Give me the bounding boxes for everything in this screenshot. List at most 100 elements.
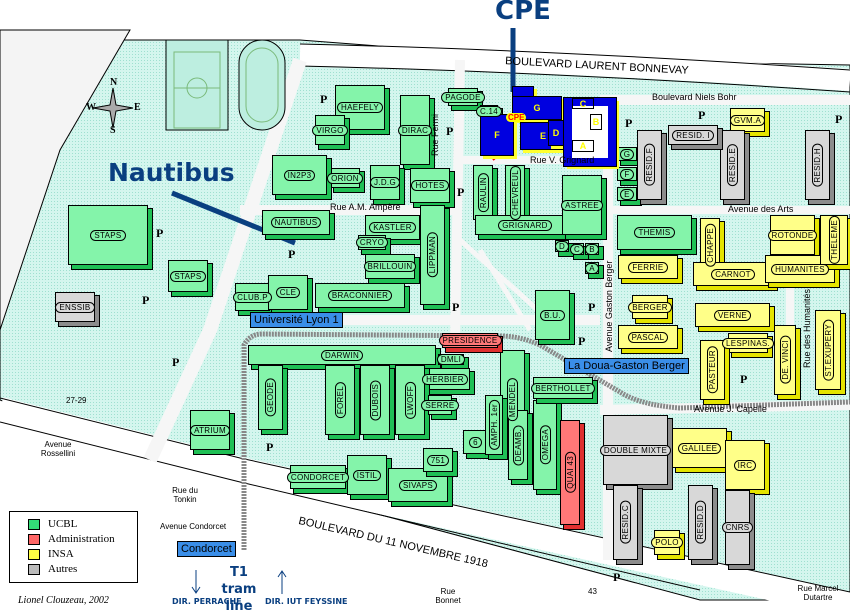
building-b[interactable]: B bbox=[585, 243, 599, 255]
building-resid-f[interactable]: RESID.F bbox=[637, 130, 662, 200]
building-ferrie[interactable]: FERRIE bbox=[618, 255, 678, 279]
building-orion[interactable]: ORION bbox=[327, 168, 363, 188]
building-dirac[interactable]: DIRAC bbox=[397, 95, 433, 165]
cpe-building-b[interactable]: B bbox=[590, 114, 602, 130]
building-forel[interactable]: FOREL bbox=[325, 365, 355, 435]
building-resid-d[interactable]: RESID.D bbox=[688, 485, 713, 560]
building-resid-h[interactable]: RESID.H bbox=[805, 130, 830, 200]
building-carnot[interactable]: CARNOT bbox=[693, 262, 773, 286]
building-grignard[interactable]: GRIGNARD bbox=[475, 215, 575, 235]
building-label: BERTHOLLET bbox=[531, 382, 595, 394]
building-f[interactable]: F bbox=[617, 167, 637, 181]
building-label: G bbox=[619, 148, 635, 160]
building-staps[interactable]: STAPS bbox=[168, 260, 208, 292]
building-label: C bbox=[569, 243, 585, 255]
building-polo[interactable]: POLO bbox=[651, 530, 683, 555]
building-enssib[interactable]: ENSSIB bbox=[55, 292, 95, 322]
building-serre[interactable]: SERRE bbox=[421, 395, 459, 415]
building-braconnier[interactable]: BRACONNIER bbox=[315, 283, 405, 308]
building-resid-c[interactable]: RESID.C bbox=[613, 485, 638, 560]
street-rue-grignard: Rue V. Grignard bbox=[530, 155, 595, 165]
building-gvm-a[interactable]: GVM.A bbox=[729, 108, 766, 132]
building-in2p3[interactable]: IN2P3 bbox=[272, 155, 327, 195]
building-brillouin[interactable]: BRILLOUIN bbox=[363, 254, 417, 279]
station-condorcet[interactable]: Condorcet bbox=[177, 541, 236, 557]
building-b-u[interactable]: B.U. bbox=[535, 290, 570, 340]
building-resid-e[interactable]: RESID.E bbox=[720, 130, 745, 200]
building-rotonde[interactable]: ROTONDE bbox=[767, 215, 818, 255]
building-berger[interactable]: BERGER bbox=[628, 295, 672, 319]
building-presidence[interactable]: PRESIDENCE bbox=[438, 333, 502, 348]
building-omega[interactable]: OMEGA bbox=[533, 400, 557, 490]
building-raulin[interactable]: RAULIN bbox=[473, 165, 493, 220]
building-theleme[interactable]: THELEME bbox=[820, 215, 848, 265]
building-darwin[interactable]: DARWIN bbox=[248, 345, 436, 365]
building-irc[interactable]: IRC bbox=[725, 440, 765, 490]
building-label: STAPS bbox=[90, 229, 126, 241]
legend-item-administration: Administration bbox=[28, 533, 115, 545]
building-st-exupery[interactable]: ST.EXUPERY bbox=[815, 310, 841, 390]
building-verne[interactable]: VERNE bbox=[695, 303, 770, 327]
cpe-complex[interactable]: G F E D C B A CPE bbox=[480, 86, 617, 167]
building-cryo[interactable]: CRYO bbox=[355, 235, 389, 250]
building-berthollet[interactable]: BERTHOLLET bbox=[531, 377, 595, 399]
street-rue-du-tonkin: Rue du Tonkin bbox=[172, 486, 198, 504]
building-sivaps[interactable]: SIVAPS bbox=[388, 468, 448, 502]
building-label: LIPPMAN bbox=[427, 232, 438, 278]
building-de-vinci[interactable]: DE. VINCI bbox=[774, 325, 796, 395]
building-nautibus[interactable]: NAUTIBUS bbox=[262, 210, 330, 235]
building-a[interactable]: A bbox=[585, 262, 599, 274]
parking-label: P bbox=[740, 372, 748, 386]
building-galilee[interactable]: GALILEE bbox=[672, 428, 727, 468]
building-chevreul[interactable]: CHEVREUL bbox=[505, 165, 525, 220]
building-pagode[interactable]: PAGODE bbox=[441, 88, 485, 106]
building-cle[interactable]: CLE bbox=[268, 275, 308, 310]
building-themis[interactable]: THEMIS bbox=[617, 215, 692, 250]
building-label: F bbox=[620, 168, 634, 180]
building-astree[interactable]: ASTREE bbox=[561, 175, 603, 235]
cpe-building-d[interactable]: D bbox=[548, 120, 564, 146]
building-c-14[interactable]: C.14 bbox=[475, 105, 503, 117]
station-universite-lyon1[interactable]: Université Lyon 1 bbox=[250, 312, 343, 328]
building-6[interactable]: 6 bbox=[463, 430, 488, 454]
building-hotes[interactable]: HOTES bbox=[410, 168, 450, 203]
building-g[interactable]: G bbox=[617, 147, 637, 161]
building-atrium[interactable]: ATRIUM bbox=[190, 410, 230, 450]
cpe-building-a[interactable]: A bbox=[572, 140, 594, 152]
building-lippman[interactable]: LIPPMAN bbox=[420, 205, 445, 305]
building-amph-1er[interactable]: AMPH. 1er bbox=[485, 395, 503, 455]
building-istil[interactable]: ISTIL bbox=[347, 455, 387, 495]
building-lwoff[interactable]: LWOFF bbox=[395, 365, 425, 435]
building-deamb[interactable]: DEAMB. bbox=[508, 410, 528, 480]
parking-label: P bbox=[288, 247, 296, 261]
dir-feyssine-label: DIR. IUT FEYSSINE bbox=[265, 597, 348, 606]
building-c[interactable]: C bbox=[569, 243, 585, 255]
building-double-mixte[interactable]: DOUBLE MIXTE bbox=[599, 415, 672, 485]
cpe-building-c[interactable]: C bbox=[572, 98, 594, 109]
building-e[interactable]: E bbox=[617, 187, 637, 201]
building-label: J.D.G bbox=[370, 177, 400, 188]
building-d[interactable]: D bbox=[554, 240, 570, 252]
building-751[interactable]: 751 bbox=[423, 448, 453, 472]
building-label: PASCAL bbox=[627, 331, 669, 343]
building-pascal[interactable]: PASCAL bbox=[618, 325, 678, 349]
building-pasteur[interactable]: PASTEUR bbox=[700, 340, 725, 400]
building-label: GRIGNARD bbox=[498, 219, 552, 231]
building-geode[interactable]: GEODE bbox=[258, 365, 283, 430]
compass-n: N bbox=[110, 77, 118, 88]
station-la-doua-gaston-berger[interactable]: La Doua-Gaston Berger bbox=[564, 358, 689, 374]
building-resid-i[interactable]: RESID. I bbox=[668, 125, 718, 145]
building-humanites[interactable]: HUMANITES bbox=[765, 255, 835, 283]
building-dmli[interactable]: DMLI bbox=[436, 354, 466, 365]
building-label: GEODE bbox=[265, 378, 276, 417]
building-herbier[interactable]: HERBIER bbox=[420, 368, 470, 390]
building-cnrs[interactable]: CNRS bbox=[721, 490, 754, 565]
building-condorcet[interactable]: CONDORCET bbox=[286, 465, 350, 489]
building-staps[interactable]: STAPS bbox=[68, 205, 148, 265]
building-lespinas[interactable]: LESPINAS. bbox=[721, 333, 775, 353]
building-club-p[interactable]: CLUB.P bbox=[233, 283, 272, 311]
building-dubois[interactable]: DUBOIS bbox=[360, 365, 390, 435]
building-j-d-g[interactable]: J.D.G bbox=[370, 165, 400, 200]
building-quai-43[interactable]: QUAI 43 bbox=[560, 420, 580, 525]
building-virgo[interactable]: VIRGO bbox=[312, 115, 348, 145]
